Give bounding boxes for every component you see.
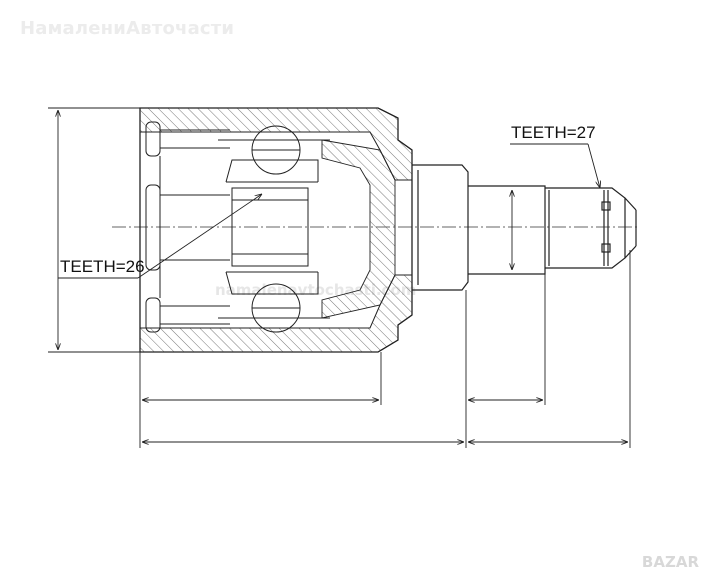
inner-assembly: [139, 121, 330, 333]
bazar-logo: BAZAR: [641, 553, 699, 571]
watermark-top-text: НамалениАвточасти: [20, 18, 235, 39]
housing: [139, 107, 413, 353]
teeth-left-label: TEETH=26: [60, 257, 145, 276]
dimension-height: [48, 107, 140, 353]
teeth-right-label: TEETH=27: [511, 123, 596, 142]
leader-teeth-right: [510, 143, 600, 188]
dimension-lengths: [139, 250, 631, 448]
leader-teeth-left: [58, 194, 262, 279]
stub-shaft: [412, 164, 637, 291]
